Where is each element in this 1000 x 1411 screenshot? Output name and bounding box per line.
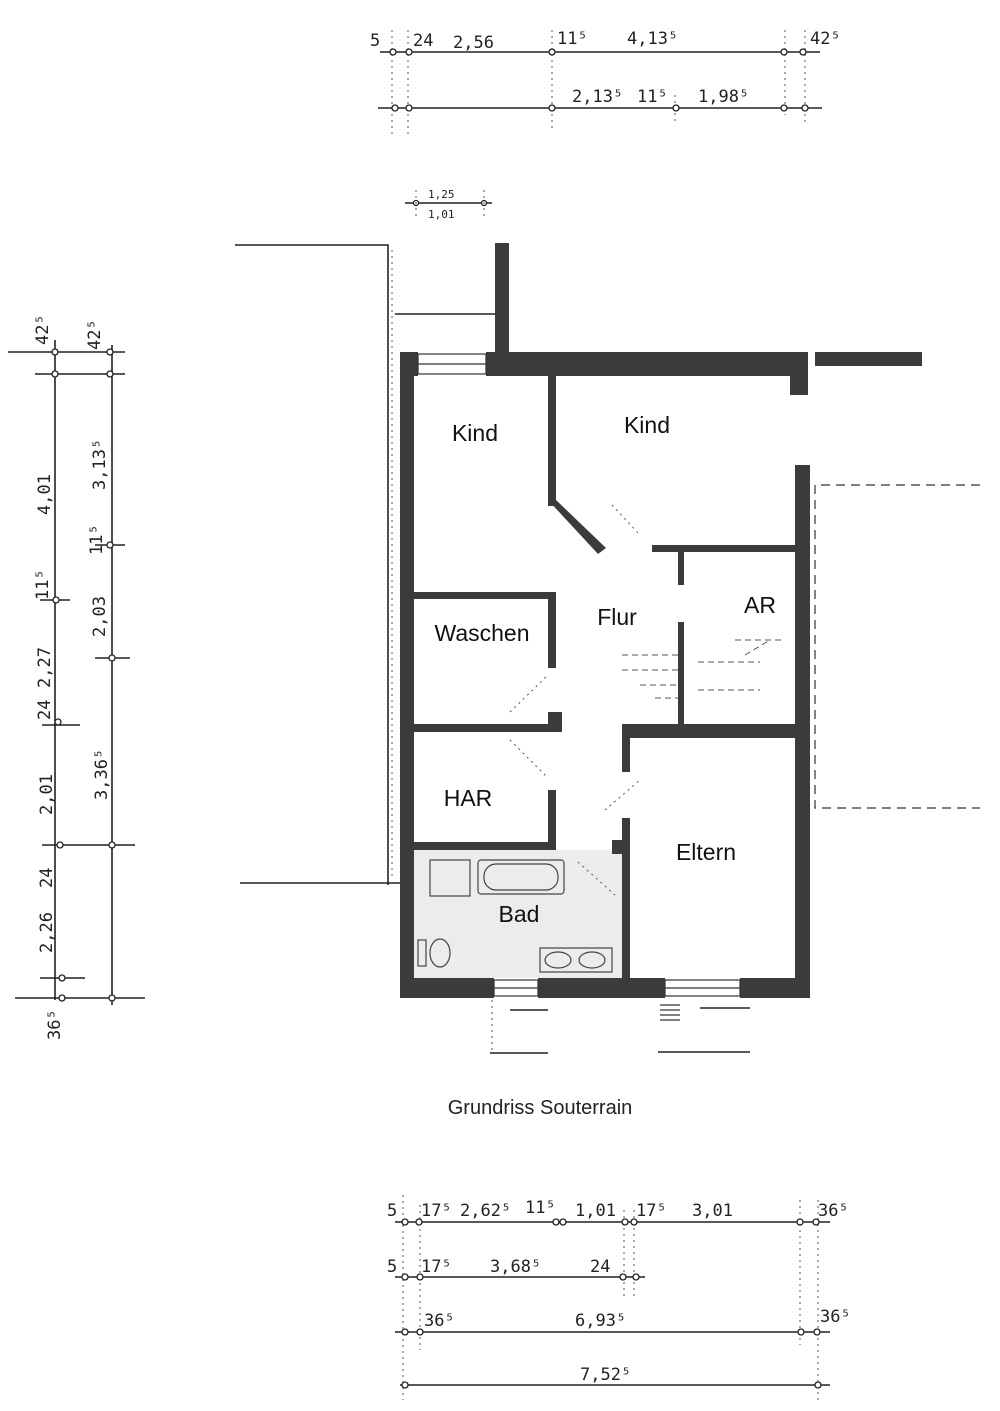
- dim-label: 2,26: [37, 912, 57, 953]
- dim-label: 36⁵: [424, 1311, 455, 1331]
- shower-icon: [429, 859, 471, 897]
- dim-label: 36⁵: [818, 1201, 849, 1221]
- bottom-dimension-chains: 5 17⁵ 2,62⁵ 11⁵ 1,01 17⁵ 3,01 36⁵ 5 17⁵ …: [387, 1195, 851, 1400]
- dim-label: 11⁵: [87, 524, 107, 555]
- terrain-lines: [235, 244, 980, 1054]
- room-label-flur: Flur: [597, 604, 637, 630]
- dim-label: 11⁵: [33, 569, 53, 600]
- dim-label: 2,03: [90, 596, 110, 637]
- dim-label: 11⁵: [637, 87, 668, 107]
- dim-label: 3,68⁵: [490, 1257, 541, 1277]
- toilet-icon: [417, 938, 451, 968]
- room-label-ar: AR: [744, 592, 776, 618]
- staircase: [622, 639, 785, 699]
- room-label-bad: Bad: [499, 901, 540, 927]
- bathtub-icon: [477, 859, 565, 895]
- bath-floor: [414, 850, 622, 978]
- top-dimension-chains: 5 24 2,56 11⁵ 4,13⁵ 42⁵ 2,13⁵ 11⁵ 1,98⁵: [370, 29, 841, 135]
- dim-label: 24: [37, 868, 57, 888]
- dim-label: 6,93⁵: [575, 1311, 626, 1331]
- dim-label: 24: [590, 1257, 610, 1277]
- dim-label: 2,01: [37, 774, 57, 815]
- dim-label: 42⁵: [810, 29, 841, 49]
- dim-label: 2,62⁵: [460, 1201, 511, 1221]
- dim-label: 1,01: [575, 1201, 616, 1221]
- sink-icon: [539, 947, 613, 973]
- room-label-har: HAR: [444, 785, 493, 811]
- dim-label: 11⁵: [525, 1198, 556, 1218]
- dim-label: 17⁵: [421, 1201, 452, 1221]
- dim-label: 1,25: [428, 188, 455, 201]
- dim-label: 2,27: [35, 647, 55, 688]
- opening-dimension: 1,25 1,01: [405, 188, 492, 221]
- dim-label: 7,52⁵: [580, 1365, 631, 1385]
- dim-label: 3,36⁵: [92, 749, 112, 800]
- dim-label: 24: [35, 700, 55, 720]
- dim-label: 5: [387, 1201, 397, 1221]
- dim-label: 2,56: [453, 33, 494, 53]
- plan-caption: Grundriss Souterrain: [448, 1097, 633, 1119]
- dim-label: 5: [387, 1257, 397, 1277]
- dim-label: 1,98⁵: [698, 87, 749, 107]
- dim-label: 36⁵: [820, 1307, 851, 1327]
- dim-label: 4,13⁵: [627, 29, 678, 49]
- walls: [400, 243, 922, 998]
- dim-label: 17⁵: [421, 1257, 452, 1277]
- dim-label: 1,01: [428, 208, 455, 221]
- dim-label: 5: [370, 31, 380, 51]
- room-label-eltern: Eltern: [676, 839, 736, 865]
- dim-label: 4,01: [35, 474, 55, 515]
- left-dimension-chains: 42⁵ 4,01 11⁵ 2,27 24 2,01 24 2,26 36⁵ 42…: [8, 314, 145, 1040]
- dim-label: 2,13⁵: [572, 87, 623, 107]
- dim-label: 36⁵: [45, 1009, 65, 1040]
- dim-label: 3,13⁵: [90, 439, 110, 490]
- dim-label: 24: [413, 31, 433, 51]
- dim-label: 42⁵: [85, 319, 105, 350]
- dim-label: 17⁵: [636, 1201, 667, 1221]
- dim-label: 42⁵: [33, 314, 53, 345]
- windows: [417, 353, 741, 997]
- door-swings: [509, 504, 641, 896]
- room-label-kind-2: Kind: [624, 412, 670, 438]
- room-label-kind-1: Kind: [452, 420, 498, 446]
- dim-label: 3,01: [692, 1201, 733, 1221]
- room-label-waschen: Waschen: [434, 620, 529, 646]
- dim-label: 11⁵: [557, 29, 588, 49]
